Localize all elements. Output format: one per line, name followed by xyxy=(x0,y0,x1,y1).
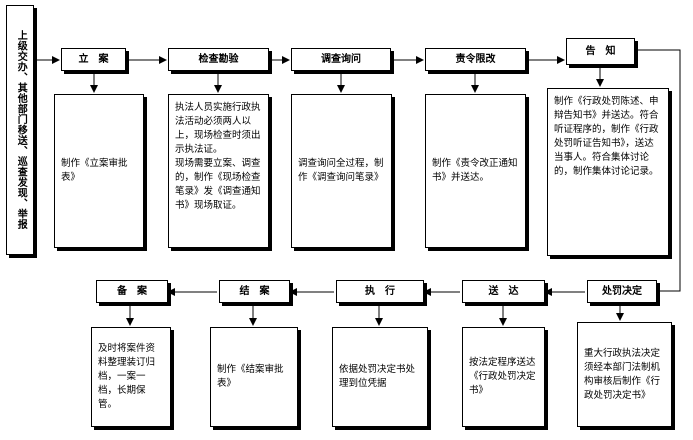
step-diao-cha: 调查询问 xyxy=(291,48,391,71)
desc-chu-fa: 重大行政执法决定须经本部门法制机构审核后制作《行政处罚决定书》 xyxy=(577,322,672,427)
arrow-gao-zhi-to-chu-fa xyxy=(635,49,681,295)
step-li-an: 立 案 xyxy=(61,48,126,71)
desc-li-an: 制作《立案审批表》 xyxy=(54,94,144,248)
desc-bei-an: 及时将案件资料整理装订归档，一案一档，长期保管。 xyxy=(91,327,171,427)
step-chu-fa: 处罚决定 xyxy=(587,280,657,303)
desc-diao-cha: 调查询问全过程，制作《调查询问笔录》 xyxy=(291,94,392,248)
step-gao-zhi: 告 知 xyxy=(566,38,635,65)
source-box: 上级交办、其他部门移送、巡查发现、举报 xyxy=(6,5,34,255)
step-jian-cha: 检查勘验 xyxy=(168,48,269,71)
step-jie-an: 结 案 xyxy=(219,280,290,303)
desc-song-da: 按法定程序送达《行政处罚决定书》 xyxy=(462,327,545,427)
step-zhi-xing: 执 行 xyxy=(336,280,424,303)
desc-jie-an: 制作《结案审批表》 xyxy=(210,327,298,427)
step-bei-an: 备 案 xyxy=(96,280,168,303)
desc-gao-zhi: 制作《行政处罚陈述、申辩告知书》并送达。符合听证程序的，制作《行政处罚听证告知书… xyxy=(547,88,669,256)
desc-zhi-xing: 依据处罚决定书处理到位凭据 xyxy=(332,327,428,427)
desc-ze-ling: 制作《责令改正通知书》并送达。 xyxy=(425,94,526,248)
step-song-da: 送 达 xyxy=(462,280,545,303)
step-ze-ling: 责令限改 xyxy=(425,48,526,71)
desc-jian-cha: 执法人员实施行政执法活动必须两人以上，现场检查时须出示执法证。 现场需要立案、调… xyxy=(168,94,269,248)
